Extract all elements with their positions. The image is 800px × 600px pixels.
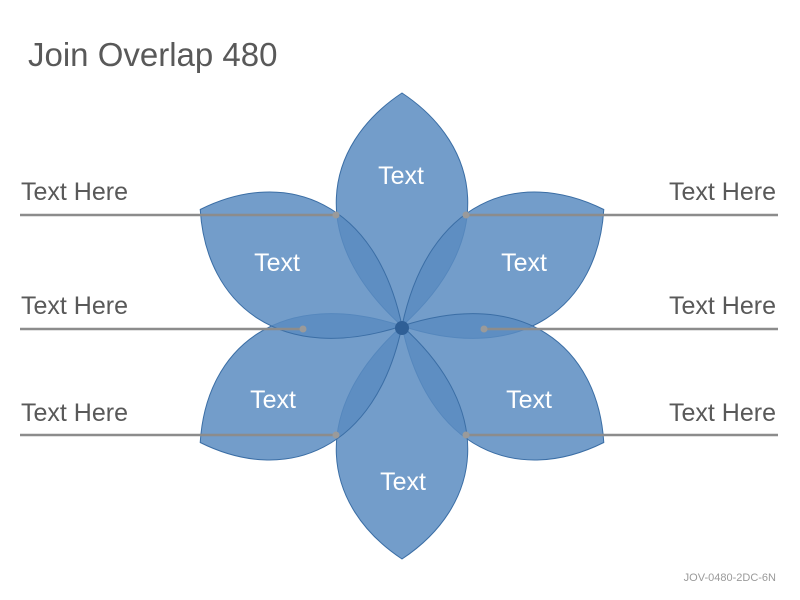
callout-dot-right-2 <box>480 325 488 333</box>
callout-right-2: Text Here <box>669 292 776 320</box>
left-callout-lines <box>20 213 336 437</box>
petal-label-top: Text <box>378 162 424 190</box>
right-callout-lines <box>466 213 778 437</box>
callout-left-1: Text Here <box>21 178 128 206</box>
callout-dot-left-1 <box>332 211 340 219</box>
callout-dot-right-3 <box>462 431 470 439</box>
petal-label-lower-left: Text <box>250 386 296 414</box>
callout-dot-right-1 <box>462 211 470 219</box>
center-dot <box>395 321 409 335</box>
petal-label-upper-right: Text <box>501 249 547 277</box>
callout-right-1: Text Here <box>669 178 776 206</box>
callout-dot-left-2 <box>299 325 307 333</box>
callout-right-3: Text Here <box>669 399 776 427</box>
petal-label-bottom: Text <box>380 468 426 496</box>
footer-code: JOV-0480-2DC-6N <box>683 572 776 584</box>
petal-group <box>166 92 638 560</box>
callout-left-3: Text Here <box>21 399 128 427</box>
left-callout-dots <box>299 211 340 439</box>
right-callout-dots <box>462 211 488 439</box>
callout-left-2: Text Here <box>21 292 128 320</box>
petal-label-upper-left: Text <box>254 249 300 277</box>
page-title: Join Overlap 480 <box>28 36 278 73</box>
petal-label-lower-right: Text <box>506 386 552 414</box>
callout-dot-left-3 <box>332 431 340 439</box>
